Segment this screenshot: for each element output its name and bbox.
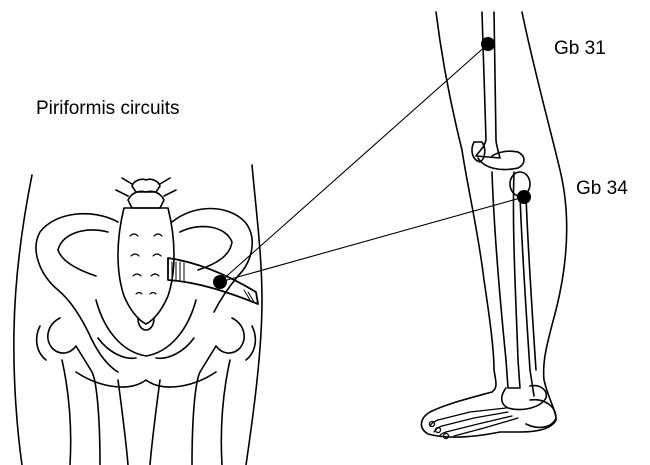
ankle-bones (502, 386, 547, 410)
right-ilium-inner (180, 227, 232, 270)
right-greater-trochanter (246, 326, 255, 360)
foot-outline (421, 392, 520, 437)
pubic-arch (76, 372, 216, 387)
lumbar-process-right (160, 178, 176, 196)
lumbar-vertebra-lower (128, 191, 164, 208)
gb34-label: Gb 34 (576, 178, 628, 200)
fibula (520, 196, 536, 396)
diagram-title: Piriformis circuits (36, 98, 180, 120)
sacrum (118, 208, 174, 324)
piriformis-point (213, 275, 227, 289)
sacral-foramina (130, 234, 162, 294)
thigh-inner-left (118, 380, 128, 465)
lumbar-vertebra-upper (132, 179, 160, 192)
pelvis-figure (14, 165, 262, 465)
body-outline-left (14, 175, 32, 465)
piriformis-muscle (168, 258, 258, 304)
lumbar-process-left (116, 178, 132, 196)
left-femur-shaft (62, 360, 71, 465)
femur-bone (476, 12, 500, 158)
left-ilium-inner (58, 230, 108, 276)
leg-figure (421, 12, 566, 439)
left-greater-trochanter (37, 326, 46, 360)
right-femur (192, 318, 244, 465)
gb31-point (481, 37, 495, 51)
connector-line-gb31 (220, 44, 488, 282)
body-outline-right (246, 165, 262, 465)
leg-outline-front (436, 12, 496, 392)
pelvic-brim (96, 300, 196, 356)
right-femur-shaft (221, 360, 230, 465)
gb31-label: Gb 31 (554, 38, 606, 60)
gb34-point (517, 190, 531, 204)
foot-bones (430, 408, 519, 439)
thigh-inner-right (150, 380, 160, 465)
